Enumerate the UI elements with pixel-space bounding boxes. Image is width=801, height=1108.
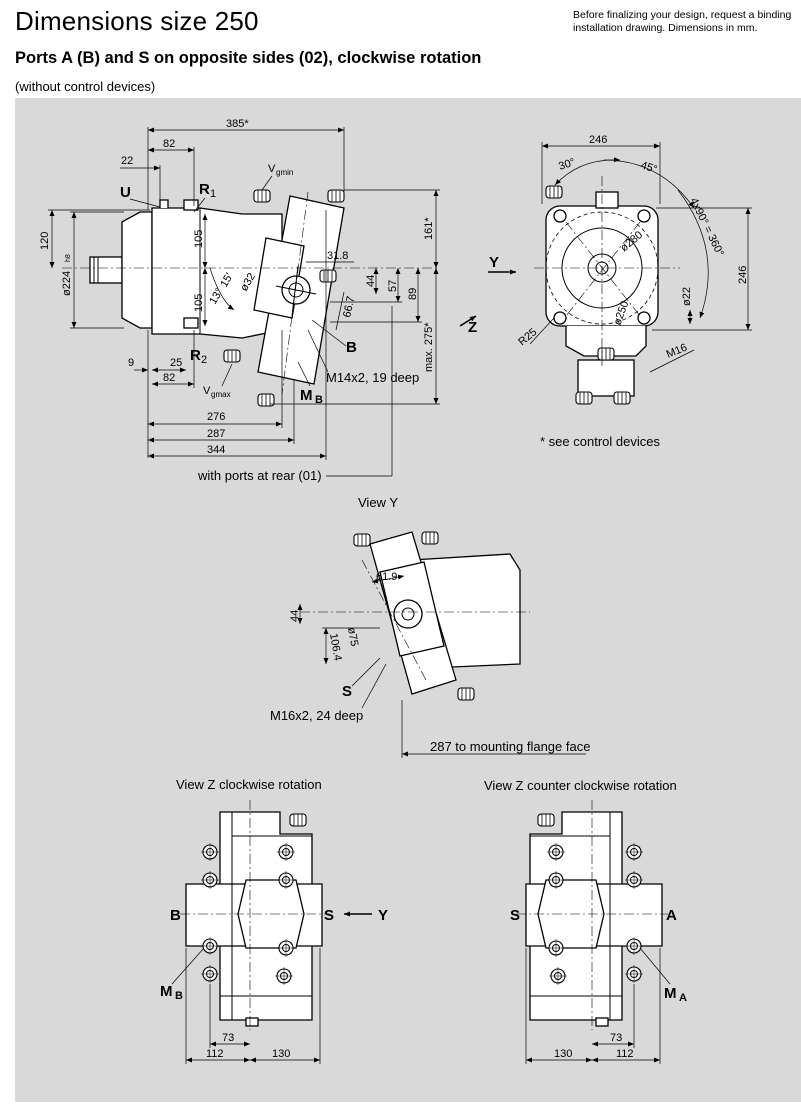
label-u: U xyxy=(120,184,131,201)
dim-82-top: 82 xyxy=(163,138,175,150)
front-dim-22: ø22 xyxy=(681,287,693,306)
dim-82-bot: 82 xyxy=(163,372,175,384)
front-view: 246 246 30° 45° 4x90° = 360° ø280 ø250 ø… xyxy=(488,134,752,449)
dim-275: max. 275* xyxy=(423,322,435,372)
label-vgmax-sub: gmax xyxy=(211,390,231,399)
cw-label-y: Y xyxy=(378,907,388,924)
label-b: B xyxy=(346,339,357,356)
cw-label-s: S xyxy=(324,907,334,924)
cw-dim-73: 73 xyxy=(222,1032,234,1044)
angle-30: 30° xyxy=(557,156,577,173)
cw-label-mb-sub: B xyxy=(175,990,183,1002)
cw-dim-130: 130 xyxy=(272,1048,290,1060)
dim-89: 89 xyxy=(407,288,419,300)
dim-105a: 105 xyxy=(193,230,205,248)
front-dim-246-side: 246 xyxy=(737,266,749,284)
label-r1: R xyxy=(199,181,210,198)
label-r1-sub: 1 xyxy=(210,188,216,200)
view-z-ccw: View Z counter clockwise rotation S A M … xyxy=(484,778,687,1064)
view-y-label-s: S xyxy=(342,683,352,700)
dim-276: 276 xyxy=(207,411,225,423)
cw-dim-112: 112 xyxy=(206,1048,224,1060)
view-z-cw-title: View Z clockwise rotation xyxy=(176,777,322,792)
dim-385: 385* xyxy=(226,118,249,130)
label-mb: M xyxy=(300,387,313,404)
view-y: View Y 61.9 44 ø75 106.4 S M16x2, 24 dee… xyxy=(270,495,590,758)
page-subtitle: Ports A (B) and S on opposite sides (02)… xyxy=(15,49,482,67)
dim-31-8: 31.8 xyxy=(327,250,348,262)
view-z-ccw-title: View Z counter clockwise rotation xyxy=(484,778,677,793)
installation-note: Before finalizing your design, request a… xyxy=(573,9,792,34)
ccw-dim-73: 73 xyxy=(610,1032,622,1044)
angle-4x90: 4x90° = 360° xyxy=(687,196,726,258)
dim-66-7: 66.7 xyxy=(341,295,357,318)
dim-61-9: 61.9 xyxy=(376,571,397,583)
cw-label-mb: M xyxy=(160,983,173,1000)
angle-45: 45° xyxy=(639,159,659,176)
dim-44: 44 xyxy=(365,275,377,287)
side-view: 385* 82 22 U R 1 R 2 V gmin V gmax 120 ø… xyxy=(39,118,477,483)
front-dim-246-top: 246 xyxy=(589,134,607,146)
dim-m16: M16 xyxy=(665,342,689,361)
dim-224: ø224 xyxy=(61,271,73,296)
label-r2: R xyxy=(190,347,201,364)
label-r2-sub: 2 xyxy=(201,354,207,366)
thread-s: M16x2, 24 deep xyxy=(270,708,363,723)
ccw-label-ma: M xyxy=(664,985,677,1002)
front-label-y: Y xyxy=(489,254,499,271)
ccw-dim-130: 130 xyxy=(554,1048,572,1060)
dim-25: 25 xyxy=(170,357,182,369)
label-vgmin-sub: gmin xyxy=(276,168,293,177)
ccw-label-s: S xyxy=(510,907,520,924)
ccw-label-a: A xyxy=(666,907,677,924)
dim-344: 344 xyxy=(207,444,225,456)
dim-9: 9 xyxy=(128,357,134,369)
cw-label-b: B xyxy=(170,907,181,924)
view-y-dim-44: 44 xyxy=(289,610,301,622)
view-y-title: View Y xyxy=(358,495,398,510)
page-subnote: (without control devices) xyxy=(15,79,156,94)
dim-287: 287 xyxy=(207,428,225,440)
view-y-dim-287: 287 to mounting flange face xyxy=(430,739,590,754)
view-z-cw: View Z clockwise rotation B S Y M B 73 1… xyxy=(160,777,388,1064)
dim-57: 57 xyxy=(387,280,399,292)
page-title: Dimensions size 250 xyxy=(15,6,259,36)
label-vgmax: V xyxy=(203,385,211,397)
footnote: * see control devices xyxy=(540,434,660,449)
ccw-label-ma-sub: A xyxy=(679,992,687,1004)
dim-75: ø75 xyxy=(345,626,360,647)
dim-106-4: 106.4 xyxy=(327,632,344,661)
ccw-dim-112: 112 xyxy=(616,1048,634,1060)
label-mb-sub: B xyxy=(315,394,323,406)
dim-161: 161* xyxy=(423,217,435,240)
dim-22: 22 xyxy=(121,155,133,167)
rear-ports-note: with ports at rear (01) xyxy=(197,468,322,483)
dim-224-tol: h8 xyxy=(65,254,72,262)
thread-b: M14x2, 19 deep xyxy=(326,370,419,385)
label-z: Z xyxy=(468,319,477,336)
dim-105b: 105 xyxy=(193,294,205,312)
dim-120: 120 xyxy=(39,232,51,250)
label-vgmin: V xyxy=(268,163,276,175)
